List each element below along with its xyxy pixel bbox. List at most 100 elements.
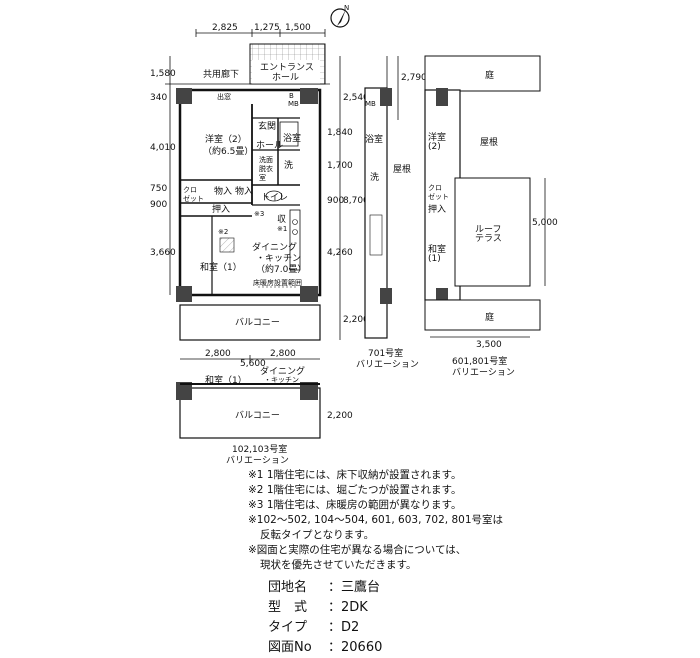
info-value: 20660 [341,640,383,655]
info-value: 三鷹台 [341,580,381,595]
dim-left-1: 1,580 [150,69,176,79]
wash-label: 洗 [284,159,293,171]
note-5: ※図面と実際の住宅が異なる場合については、 [248,544,467,556]
v701-mb: MB [365,100,376,108]
v601-niwa-bottom: 庭 [485,311,494,323]
main-floor-plan: 2,825 1,275 1,500 エントランス ホール 共用廊下 出窓 B M… [150,23,369,341]
v102-dk-1: ダイニング [260,365,305,377]
youshitsu-2-size: （約6.5畳） [203,145,253,157]
floor-heat-label: 床暖房設置範囲 [253,278,302,287]
note-5-cont: 現状を優先させていただきます。 [260,559,417,571]
mb-label: MB [288,100,299,108]
v701-bath: 浴室 [365,133,383,145]
youshitsu-2-label: 洋室（2） [205,133,247,145]
info-value: D2 [341,620,360,635]
dim-right-1: 2,540 [343,93,369,103]
note1-marker: ※1 [277,225,287,233]
v601-dim-3500: 3,500 [476,340,502,350]
v601-closet: クロゼット [428,184,449,201]
toilet-label: トイレ [261,193,288,203]
note-1: ※1 1階住宅には、床下収納が設置されます。 [248,469,462,481]
dk-label-3: （約7.0畳） [256,263,306,275]
mono1-label: 物入 [214,185,232,197]
corridor-label: 共用廊下 [203,68,239,80]
info-key: 図面No [268,640,312,655]
v601-youshitsu: 洋室(2) [428,131,446,152]
dim-right-7: 2,200 [343,315,369,325]
v601-niwa-top: 庭 [485,69,494,81]
v701-caption-1: 701号室 [368,347,403,359]
dim-left-3: 4,010 [150,143,176,153]
info-key: 団地名 [268,580,308,595]
v701-caption-2: バリエーション [356,359,419,370]
info-block: 団地名：三鷹台 型 式：2DK タイプ：D2 図面No：20660 [268,578,382,658]
v601-washitsu: 和室(1) [428,243,446,264]
v102-dim-2: 2,800 [270,349,296,359]
entrance-hall-label-1: エントランス [260,62,314,73]
dim-top-2: 1,275 [254,23,280,33]
note-4: ※102～502, 104～504, 601, 603, 702, 801号室は [248,514,504,526]
info-key: タイプ [268,620,308,635]
info-value: 2DK [341,600,368,615]
variation-601-plan: 庭 洋室(2) 屋根 クロゼット 押入 和室(1) ルーフテラス 5,000 庭… [424,55,558,378]
closet-label: クロゼット [183,186,204,203]
dk-label-1: ダイニング [252,241,297,253]
note3-marker: ※3 [254,210,264,218]
v601-roof-terrace: ルーフテラス [475,225,502,244]
mono2-label: 物入 [235,185,253,197]
bath-label: 浴室 [283,132,301,144]
v601-oshiire: 押入 [428,203,446,215]
v102-dim-4: 2,200 [327,411,353,421]
demado-label: 出窓 [217,92,231,101]
washitsu-label: 和室（1） [200,261,242,273]
v102-dk-2: ・キッチン [264,376,299,384]
dim-right-4: 900 [327,196,344,206]
shu-label: 収 [277,213,286,225]
dim-left-2: 340 [150,93,167,103]
info-key: 型 式 [268,600,308,615]
washroom-label: 洗面脱衣室 [259,155,273,182]
v601-dim-5000: 5,000 [532,218,558,228]
b-label: B [289,92,294,100]
v102-caption-1: 102,103号室 [232,443,287,455]
oshiire-label: 押入 [212,203,230,215]
v102-balcony: バルコニー [235,410,280,421]
dim-right-2: 1,840 [327,128,353,138]
info-row: タイプ：D2 [268,618,382,638]
variation-701-plan: 2,790 MB 浴室 洗 屋根 701号室 バリエーション [356,56,427,370]
v601-roof: 屋根 [480,136,498,148]
note2-marker: ※2 [218,228,228,236]
compass-icon: N [330,4,350,28]
v102-caption-2: バリエーション [226,455,289,466]
dim-right-5: 8,700 [343,196,369,206]
dim-right-6: 4,260 [327,248,353,258]
v102-washitsu: 和室（1） [205,374,247,386]
v601-caption-2: バリエーション [452,367,515,378]
notes-block: ※1 1階住宅には、床下収納が設置されます。 ※2 1階住宅には、堀ごたつが設置… [248,468,503,573]
v102-dim-1: 2,800 [205,349,231,359]
info-row: 型 式：2DK [268,598,382,618]
v601-caption-1: 601,801号室 [452,355,507,367]
info-row: 団地名：三鷹台 [268,578,382,598]
v701-wash: 洗 [370,171,379,183]
compass-label: N [344,4,349,12]
info-row: 図面No：20660 [268,638,382,658]
dim-left-6: 3,660 [150,248,176,258]
balcony-label: バルコニー [235,317,280,328]
note-4-cont: 反転タイプとなります。 [260,529,375,541]
dim-top-1: 2,825 [212,23,238,33]
v701-roof: 屋根 [393,163,411,175]
v102-dim-3: 5,600 [240,359,266,369]
dk-label-2: ・キッチン [256,253,301,264]
dim-top-3: 1,500 [285,23,311,33]
dim-left-5: 900 [150,200,167,210]
variation-102-plan: 2,800 2,800 5,600 和室（1） ダイニング ・キッチン バルコニ… [176,349,353,466]
note-3: ※3 1階住宅は、床暖房の範囲が異なります。 [248,499,462,511]
dim-left-4: 750 [150,184,167,194]
v701-dim: 2,790 [401,73,427,83]
hall-label: ホール [256,140,283,151]
dim-right-3: 1,700 [327,161,353,171]
note-2: ※2 1階住宅には、堀ごたつが設置されます。 [248,484,462,496]
genkan-label: 玄関 [258,120,276,132]
